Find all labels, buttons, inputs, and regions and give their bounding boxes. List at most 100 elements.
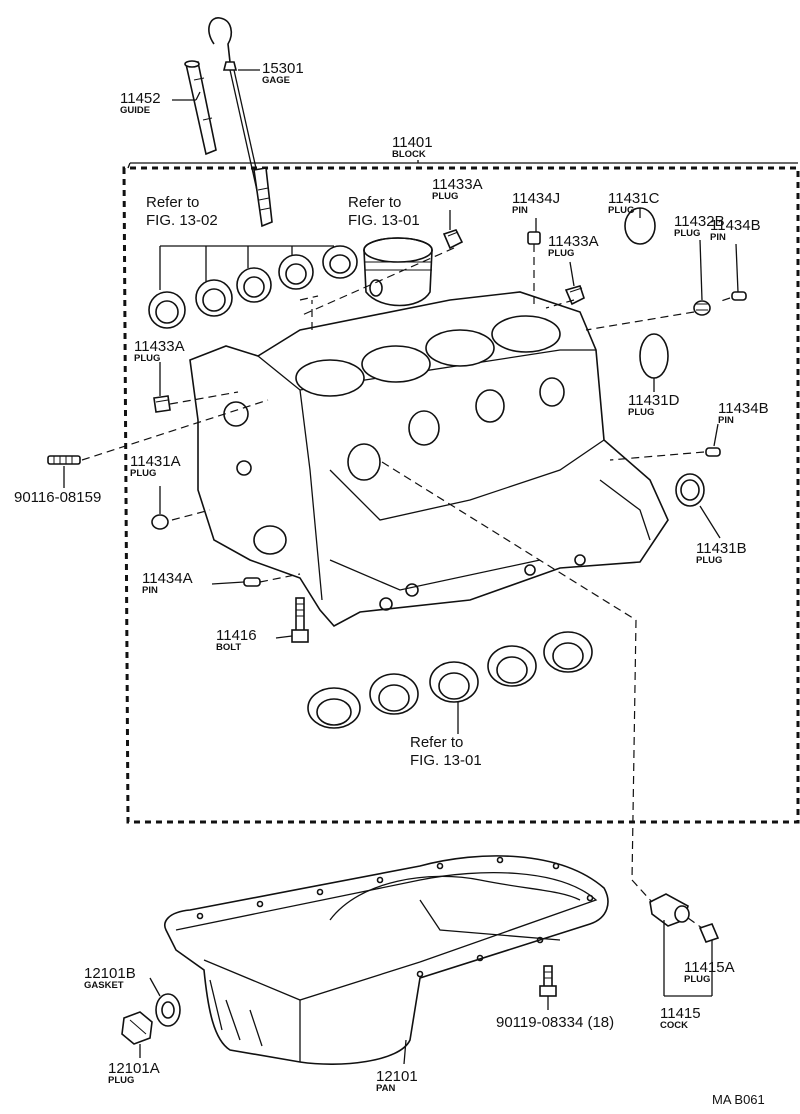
ref-line1: Refer to bbox=[410, 734, 463, 751]
part-number: 11432B bbox=[674, 213, 725, 230]
part-name: PLUG bbox=[432, 191, 458, 202]
label-refer-13-01-top: Refer to FIG. 13-01 bbox=[348, 194, 420, 229]
part-number: 11433A bbox=[548, 233, 599, 250]
ref-line1: Refer to bbox=[348, 194, 401, 211]
cylinder-block bbox=[189, 291, 669, 628]
label-11433a-top: 11433A PLUG bbox=[432, 176, 483, 202]
part-name: PIN bbox=[512, 205, 528, 216]
label-12101: 12101 PAN bbox=[376, 1068, 418, 1094]
part-name: PLUG bbox=[134, 353, 160, 364]
plug-11433a-mid-part bbox=[564, 285, 585, 306]
part-number: 11434B bbox=[710, 217, 761, 234]
plug-11431a-part bbox=[151, 514, 169, 530]
label-11434b-right: 11434B PIN bbox=[718, 400, 769, 426]
part-number: 11433A bbox=[432, 176, 483, 193]
plug-11433a-left-part bbox=[153, 395, 171, 413]
part-number: 11431B bbox=[696, 540, 747, 557]
label-refer-13-02: Refer to FIG. 13-02 bbox=[146, 194, 218, 229]
part-number: 15301 bbox=[262, 60, 304, 77]
part-number: 11416 bbox=[216, 627, 257, 644]
label-11401-block: 11401 BLOCK bbox=[392, 134, 433, 160]
part-name: PLUG bbox=[674, 228, 700, 239]
part-number: 90119-08334 (18) bbox=[496, 1014, 614, 1031]
drain-plug-part bbox=[121, 1011, 153, 1045]
part-number: 11401 bbox=[392, 134, 433, 151]
oil-level-gage bbox=[208, 17, 273, 228]
pin-11434j-part bbox=[527, 231, 541, 245]
part-number: 12101B bbox=[84, 965, 136, 982]
bearing-shell bbox=[195, 279, 233, 317]
ref-line2: FIG. 13-01 bbox=[348, 212, 420, 229]
label-12101a: 12101A PLUG bbox=[108, 1060, 160, 1086]
part-name: PLUG bbox=[130, 468, 156, 479]
part-name: GUIDE bbox=[120, 105, 150, 116]
drain-cock-plug-part bbox=[698, 923, 720, 943]
label-11431d: 11431D PLUG bbox=[628, 392, 680, 418]
label-11431c: 11431C PLUG bbox=[608, 190, 660, 216]
part-name: PIN bbox=[142, 585, 158, 596]
label-90116-08159: 90116-08159 bbox=[14, 489, 101, 506]
pin-11434b-top-part bbox=[731, 291, 747, 301]
label-90119-08334: 90119-08334 (18) bbox=[496, 1014, 614, 1031]
part-name: BLOCK bbox=[392, 149, 426, 160]
crank-bearings-upper bbox=[148, 245, 358, 329]
part-name: PLUG bbox=[628, 407, 654, 418]
drain-cock-part bbox=[649, 893, 690, 927]
label-11433a-left: 11433A PLUG bbox=[134, 338, 185, 364]
part-number: 12101A bbox=[108, 1060, 160, 1077]
pan-bolt-part bbox=[539, 965, 557, 997]
plug-11432b-part bbox=[693, 300, 711, 316]
part-number: 11431C bbox=[608, 190, 660, 207]
piston bbox=[363, 237, 433, 307]
ref-line2: FIG. 13-01 bbox=[410, 752, 482, 769]
dashed-leaders bbox=[81, 244, 731, 929]
plug-11433a-top-part bbox=[442, 229, 464, 250]
label-11415: 11415 COCK bbox=[660, 1005, 701, 1031]
part-name: BOLT bbox=[216, 642, 241, 653]
bearing-shell bbox=[369, 673, 419, 715]
part-number: 11434J bbox=[512, 190, 560, 207]
stud-90116-part bbox=[47, 455, 81, 465]
pin-11434a-part bbox=[243, 577, 261, 587]
crank-bearings-lower bbox=[307, 631, 593, 734]
bearing-shell bbox=[307, 687, 361, 729]
part-number: 11415A bbox=[684, 959, 735, 976]
part-number: 90116-08159 bbox=[14, 489, 101, 506]
plug-11431b-part bbox=[675, 473, 705, 507]
part-name: PAN bbox=[376, 1083, 395, 1094]
part-name: PIN bbox=[718, 415, 734, 426]
part-number: 12101 bbox=[376, 1068, 418, 1085]
bearing-shell bbox=[322, 245, 358, 279]
part-name: PLUG bbox=[108, 1075, 134, 1086]
figure-code: MA B061 bbox=[712, 1092, 765, 1107]
pin-11434b-right-part bbox=[705, 447, 721, 457]
part-name: GAGE bbox=[262, 75, 290, 86]
label-11434a: 11434A PIN bbox=[142, 570, 193, 596]
part-number: 11433A bbox=[134, 338, 185, 355]
label-11432b: 11432B PLUG bbox=[674, 213, 725, 239]
drain-plug-gasket-part bbox=[155, 993, 181, 1027]
bearing-shell bbox=[429, 661, 479, 703]
label-11434b-top: 11434B PIN bbox=[710, 217, 761, 243]
part-name: COCK bbox=[660, 1020, 688, 1031]
label-11433a-mid: 11433A PLUG bbox=[548, 233, 599, 259]
part-name: PLUG bbox=[684, 974, 710, 985]
part-number: 11431A bbox=[130, 453, 181, 470]
label-11452-guide: 11452 GUIDE bbox=[120, 90, 161, 116]
bolt-11416-part bbox=[291, 597, 309, 643]
part-name: PLUG bbox=[608, 205, 634, 216]
part-name: PIN bbox=[710, 232, 726, 243]
part-number: 11431D bbox=[628, 392, 680, 409]
bearing-shell bbox=[543, 631, 593, 673]
bearing-shell bbox=[236, 267, 272, 303]
oil-level-gage-guide bbox=[184, 60, 217, 156]
block-assembly-frame bbox=[122, 166, 800, 824]
label-refer-13-01-bottom: Refer to FIG. 13-01 bbox=[410, 734, 482, 769]
part-name: PLUG bbox=[696, 555, 722, 566]
solid-leaders bbox=[63, 69, 798, 1065]
label-11431b: 11431B PLUG bbox=[696, 540, 747, 566]
oil-pan bbox=[164, 855, 609, 1065]
label-11434j: 11434J PIN bbox=[512, 190, 560, 216]
